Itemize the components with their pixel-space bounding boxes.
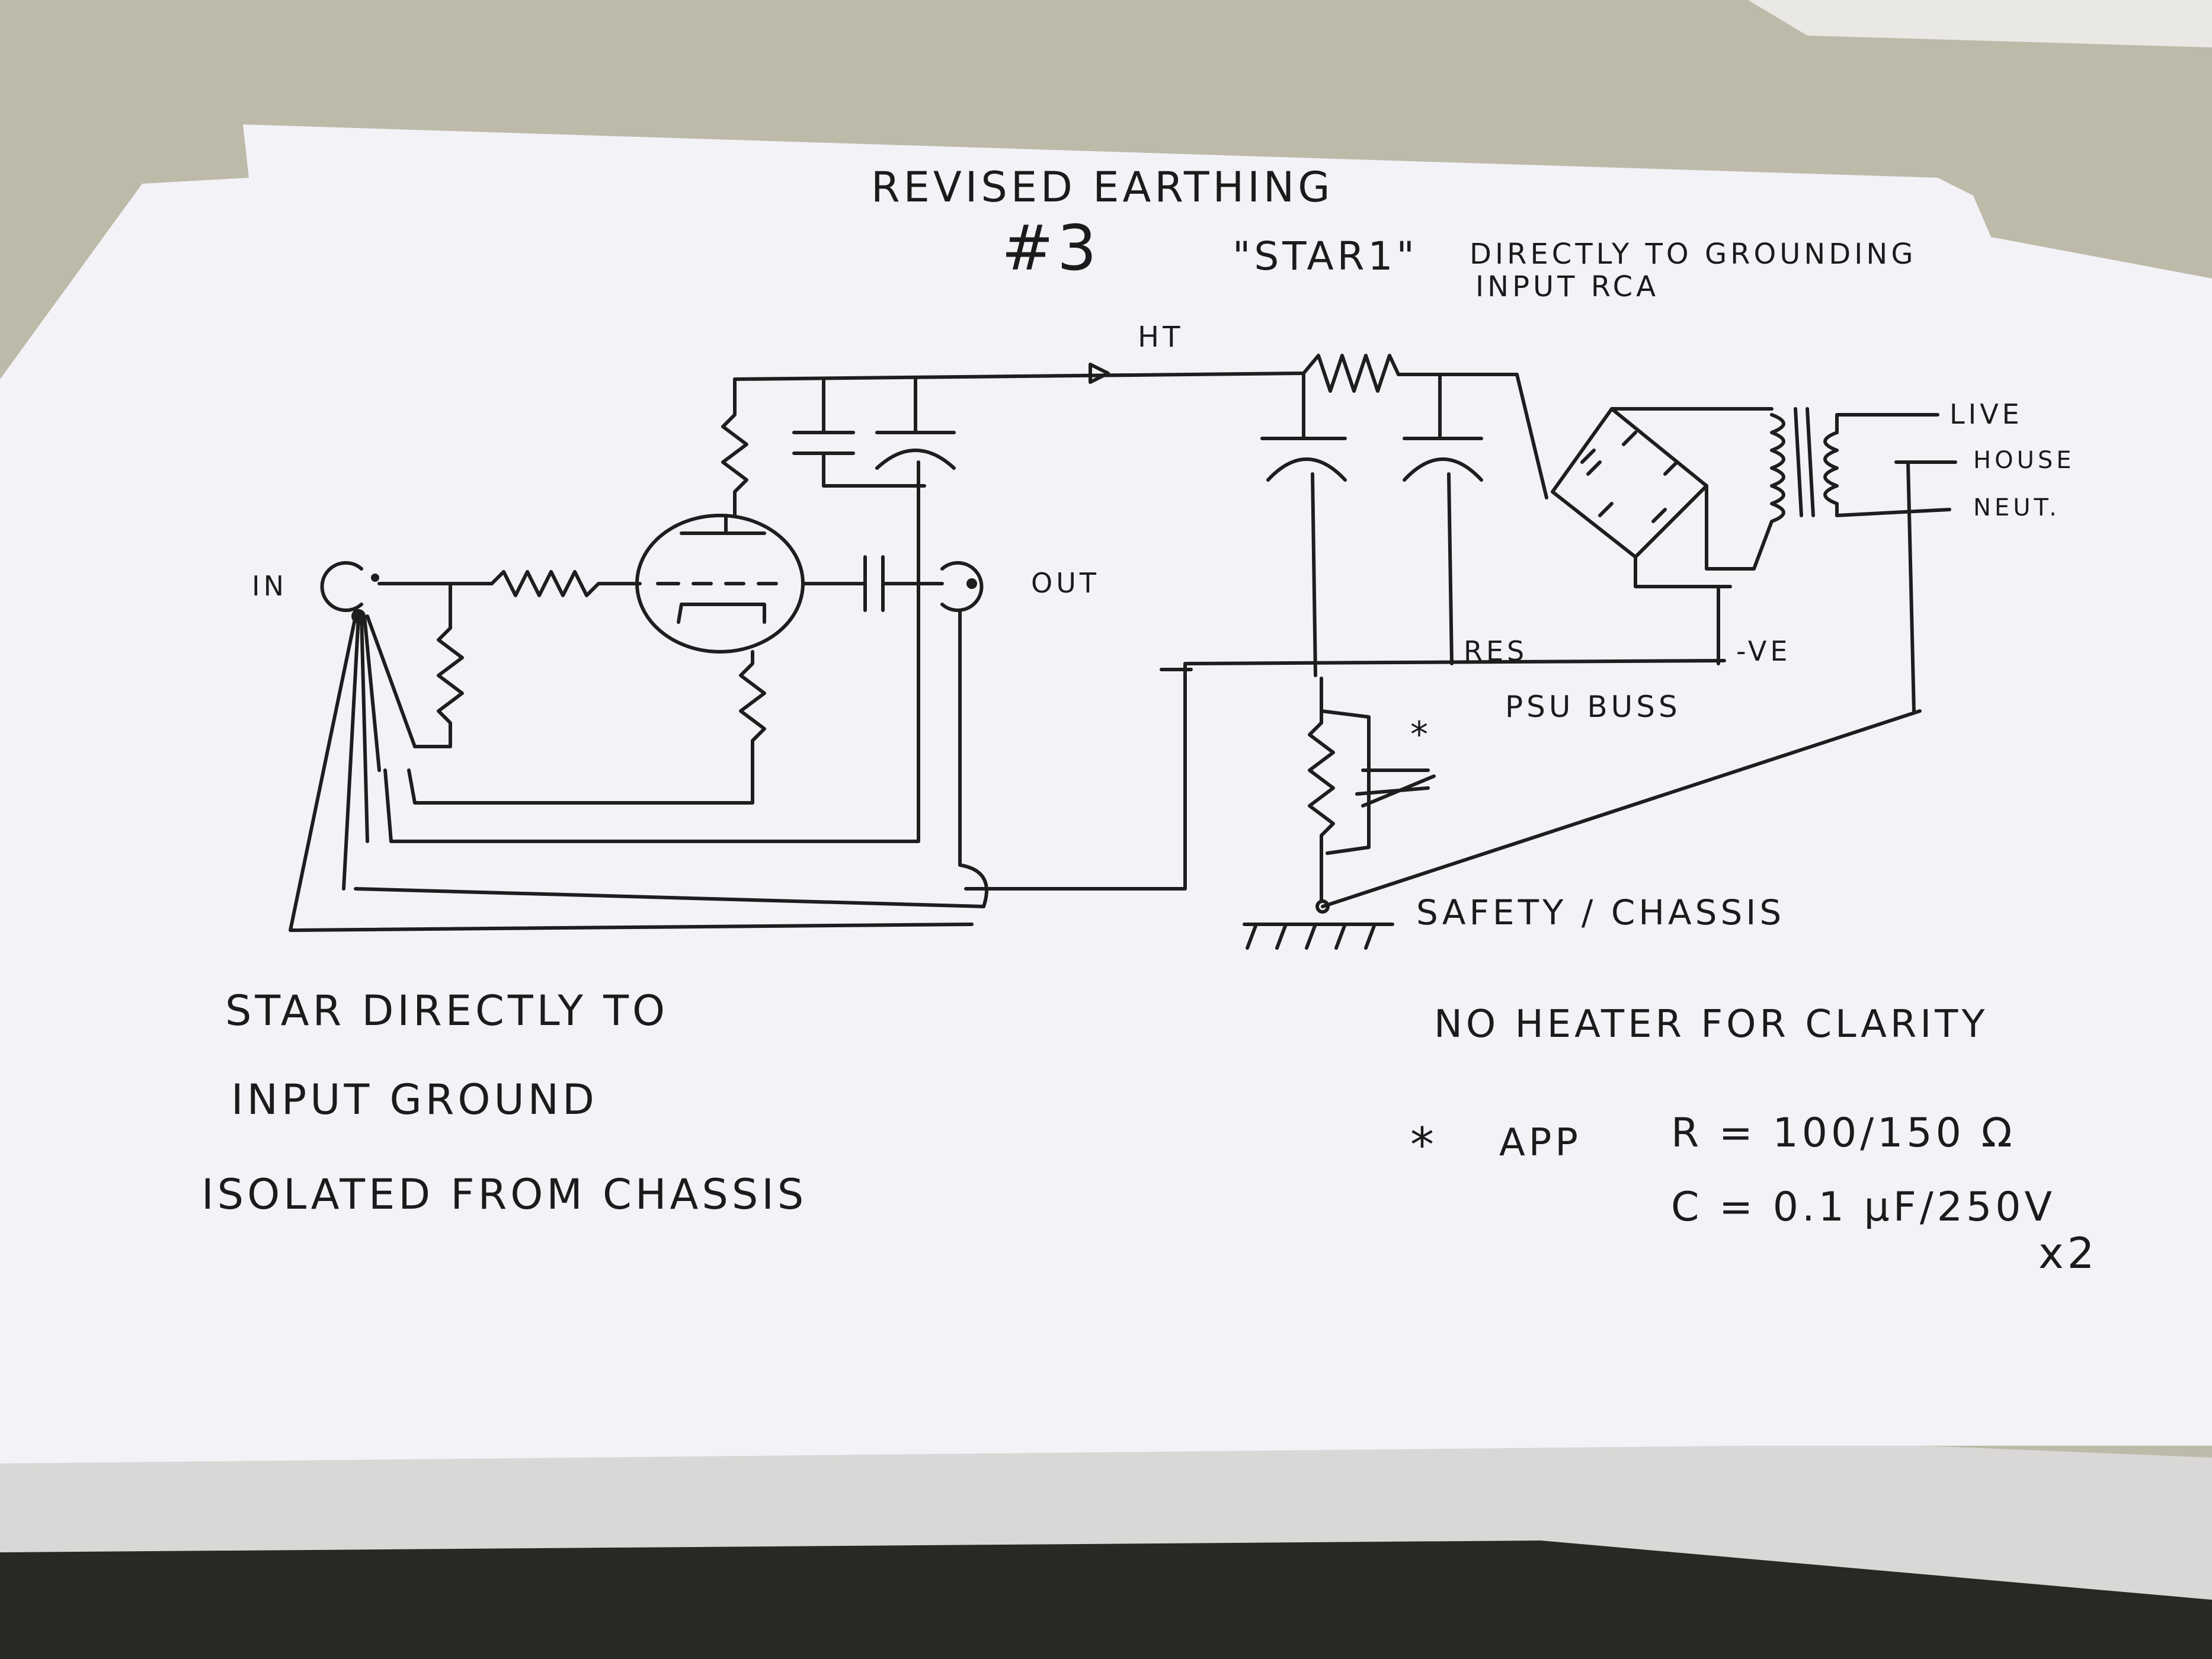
star-ground-bundle [289, 614, 974, 932]
live-label: LIVE [1949, 398, 2023, 430]
ht-decoupling-cap-2 [383, 377, 956, 843]
transformer-core [1794, 407, 1815, 517]
neut-label: NEUT. [1973, 494, 2060, 521]
grid-leak-resistor [413, 582, 464, 748]
res-label: RES [1464, 635, 1528, 667]
mains-wiring [1835, 413, 1957, 713]
ht-decoupling-cap-1 [792, 377, 926, 488]
note-left-line3: ISOLATED FROM CHASSIS [201, 1170, 807, 1219]
safety-capacitor [1320, 709, 1436, 855]
cathode-resistor [407, 650, 766, 805]
psu-capacitor-2 [1403, 373, 1483, 665]
ht-label: HT [1138, 321, 1183, 354]
title-number: #3 [1001, 212, 1100, 284]
paper-corner-topright [1748, 0, 2212, 47]
anode-load-resistor [721, 377, 748, 517]
output-rca-jack [940, 561, 984, 612]
psu-buss-wire [964, 659, 1726, 891]
psu-series-resistor [1302, 354, 1400, 393]
input-star-node [351, 609, 366, 623]
input-rca-pin [371, 574, 379, 582]
chassis-return-wire [1321, 709, 1922, 908]
in-label: IN [252, 570, 287, 602]
note-left-line2: INPUT GROUND [231, 1075, 598, 1124]
psu-buss-label: PSU BUSS [1505, 690, 1681, 724]
note-right-line1: NO HEATER FOR CLARITY [1434, 1003, 1988, 1046]
safety-resistor [1308, 677, 1335, 902]
house-label: HOUSE [1973, 447, 2075, 474]
out-label: OUT [1031, 567, 1100, 599]
rectifier-diodes [1580, 431, 1679, 523]
output-rca-pin [966, 578, 977, 589]
ve-label: -VE [1736, 635, 1791, 667]
ht-rail [733, 371, 1548, 499]
grid-stopper-resistor [490, 570, 642, 597]
title-desc2: INPUT RCA [1475, 270, 1659, 303]
title-desc1: DIRECTLY TO GROUNDING [1470, 238, 1917, 271]
app-label: APP [1499, 1121, 1582, 1165]
app-multiplier: x2 [2038, 1228, 2098, 1278]
chassis-ground-symbol [1243, 923, 1394, 950]
input-rca-jack [320, 561, 363, 612]
output-coupling-capacitor [801, 555, 944, 612]
valve-anode [680, 514, 766, 535]
psu-capacitor-1 [1260, 371, 1347, 677]
transformer-primary [1823, 431, 1839, 517]
note-left-line1: STAR DIRECTLY TO [225, 987, 668, 1035]
valve-cathode [677, 603, 766, 624]
title-quote: "STAR1" [1233, 233, 1418, 279]
app-resistor-value: R = 100/150 Ω [1671, 1110, 2016, 1157]
title-line1: REVISED EARTHING [871, 163, 1334, 212]
schematic: HT LIVE HOUSE NEUT. RES -VE PSU BUSS * S… [252, 321, 2075, 950]
paper-sheet [0, 124, 2212, 1463]
app-star-marker: * [1410, 1117, 1438, 1173]
app-capacitor-value: C = 0.1 μF/250V [1671, 1184, 2056, 1231]
transformer-secondary [1752, 413, 1785, 571]
rectifier-wiring [1610, 407, 1774, 665]
safety-label: SAFETY / CHASSIS [1416, 892, 1785, 933]
output-ground-wire [354, 608, 988, 908]
safety-star-marker: * [1410, 714, 1432, 755]
ht-arrow-marker [1089, 363, 1110, 384]
